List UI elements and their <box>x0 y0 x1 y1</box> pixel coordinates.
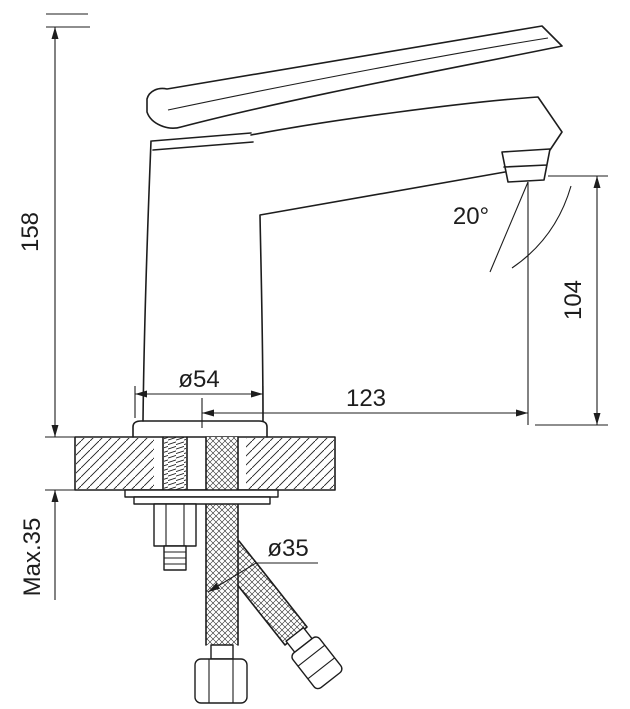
dimension-outlet-height: 104 <box>535 175 608 426</box>
mounting-nut <box>153 503 197 547</box>
annotation-stream-angle: 20° <box>453 181 572 425</box>
counter-outline <box>74 436 336 491</box>
dim-label-max-thickness: Max.35 <box>19 518 46 597</box>
threaded-shank <box>162 436 188 491</box>
counter-section <box>74 436 336 491</box>
dim-label-outlet-height: 104 <box>560 280 587 320</box>
dim-label-base-diameter: ø54 <box>178 366 219 393</box>
stream-curve <box>511 185 572 269</box>
dim-label-angle: 20° <box>453 203 489 230</box>
spout-top-edge <box>250 96 563 151</box>
cartridge-seam <box>151 132 254 151</box>
body-left-edge <box>142 140 152 422</box>
dimension-total-height: 158 <box>17 13 90 437</box>
counter-hatch-right <box>246 438 334 489</box>
base-washers <box>124 489 279 505</box>
hose-fitting-diagonal <box>285 626 343 690</box>
dimension-base-diameter: ø54 <box>134 366 264 418</box>
hose-fitting-vertical <box>194 644 248 704</box>
under-counter-assembly <box>124 436 343 704</box>
lever-edge-line <box>167 37 549 111</box>
dim-label-total-height: 158 <box>17 212 44 252</box>
counter-hatch-left <box>76 438 154 489</box>
dimension-max-thickness: Max.35 <box>19 436 76 600</box>
aerator <box>501 148 551 183</box>
dim-label-hole-diameter: ø35 <box>267 535 308 562</box>
supply-hose-vertical <box>205 436 239 646</box>
dim-label-reach: 123 <box>346 385 386 412</box>
threaded-stud <box>163 545 187 571</box>
dimension-reach: 123 <box>201 385 528 428</box>
handle-lever <box>146 25 563 129</box>
angle-line <box>489 181 529 273</box>
dimensions: 158 Max.35 ø54 123 104 <box>17 13 608 600</box>
base-flange <box>132 420 268 438</box>
dimension-hole-diameter: ø35 <box>207 535 318 593</box>
